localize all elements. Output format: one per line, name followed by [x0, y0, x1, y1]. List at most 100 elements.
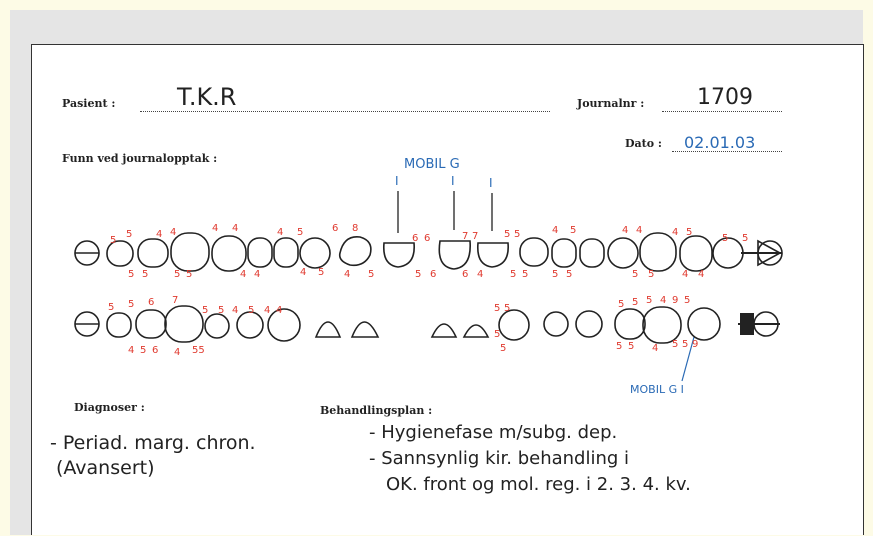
svg-text:4: 4 — [174, 347, 180, 358]
svg-text:5: 5 — [514, 229, 520, 240]
svg-text:4: 4 — [212, 223, 218, 234]
tooth-u-23 — [438, 240, 471, 270]
svg-text:4: 4 — [300, 267, 306, 278]
svg-text:5: 5 — [628, 341, 634, 352]
svg-text:5: 5 — [504, 229, 510, 240]
svg-text:5: 5 — [742, 233, 748, 244]
svg-text:5: 5 — [494, 329, 500, 340]
svg-text:5: 5 — [570, 225, 576, 236]
tooth-u-28 — [607, 237, 639, 269]
diagnoses-label: Diagnoser : — [74, 401, 145, 414]
tooth-u-15 — [170, 232, 210, 272]
svg-text:4: 4 — [232, 305, 238, 316]
mobility-lower-note: MOBIL G I — [630, 383, 684, 396]
tooth-u-17 — [106, 240, 134, 267]
svg-text:4: 4 — [672, 227, 678, 238]
tooth-u-24 — [476, 242, 509, 268]
patient-value: T.K.R — [177, 83, 237, 111]
plan-line-3: OK. front og mol. reg. i 2. 3. 4. kv. — [386, 474, 691, 495]
tooth-u-32 — [679, 235, 713, 272]
svg-text:4: 4 — [264, 305, 270, 316]
tooth-l-43 — [236, 311, 264, 339]
svg-text:5: 5 — [566, 269, 572, 280]
tooth-l-37 — [614, 308, 646, 340]
patient-label: Pasient : — [62, 97, 116, 110]
svg-text:6: 6 — [148, 297, 154, 308]
svg-text:5: 5 — [618, 299, 624, 310]
svg-text:5: 5 — [722, 233, 728, 244]
svg-text:5: 5 — [140, 345, 146, 356]
svg-text:9: 9 — [672, 295, 678, 306]
svg-text:5: 5 — [504, 303, 510, 314]
tooth-l-44 — [204, 313, 230, 339]
mobility-lower-pointer — [681, 336, 695, 382]
tooth-u-11 — [299, 237, 331, 269]
svg-text:4: 4 — [344, 269, 350, 280]
svg-text:9: 9 — [692, 339, 698, 350]
svg-text:5: 5 — [522, 269, 528, 280]
svg-text:6: 6 — [412, 233, 418, 244]
svg-text:5: 5 — [494, 303, 500, 314]
svg-text:5: 5 — [510, 269, 516, 280]
svg-text:5: 5 — [297, 227, 303, 238]
svg-text:6: 6 — [152, 345, 158, 356]
tooth-u-14 — [211, 235, 247, 272]
svg-text:5: 5 — [682, 339, 688, 350]
svg-text:4: 4 — [477, 269, 483, 280]
tooth-u-22 — [382, 242, 415, 268]
svg-text:5: 5 — [186, 269, 192, 280]
findings-label: Funn ved journalopptak : — [62, 152, 218, 165]
mobility-mark-3: I — [489, 176, 493, 190]
date-line — [672, 151, 782, 152]
journal-value: 1709 — [697, 85, 753, 110]
svg-text:5: 5 — [128, 299, 134, 310]
tooth-u-16 — [137, 238, 169, 268]
svg-text:8: 8 — [352, 223, 358, 234]
date-label: Dato : — [625, 137, 662, 150]
svg-text:4: 4 — [698, 269, 704, 280]
svg-text:4: 4 — [240, 269, 246, 280]
diagnosis-line-2: (Avansert) — [56, 457, 155, 479]
svg-text:4: 4 — [254, 269, 260, 280]
lower-teeth-row — [74, 305, 779, 344]
svg-text:4: 4 — [277, 227, 283, 238]
tooth-u-13 — [247, 237, 273, 268]
journal-label: Journalnr : — [577, 97, 645, 110]
svg-text:5: 5 — [616, 341, 622, 352]
svg-text:5: 5 — [646, 295, 652, 306]
tooth-u-27 — [579, 238, 605, 268]
plan-line-1: - Hygienefase m/subg. dep. — [369, 422, 618, 443]
svg-text:5: 5 — [500, 343, 506, 354]
svg-text:5: 5 — [648, 269, 654, 280]
svg-text:5: 5 — [415, 269, 421, 280]
tooth-u-21 — [338, 236, 372, 267]
journal-line — [662, 111, 782, 112]
svg-text:4: 4 — [682, 269, 688, 280]
svg-text:4: 4 — [552, 225, 558, 236]
svg-text:4: 4 — [622, 225, 628, 236]
svg-text:5: 5 — [368, 269, 374, 280]
svg-text:7: 7 — [462, 231, 468, 242]
svg-text:5: 5 — [672, 339, 678, 350]
tooth-l-35 — [543, 311, 569, 337]
svg-text:5: 5 — [684, 295, 690, 306]
svg-text:5: 5 — [128, 269, 134, 280]
svg-text:5: 5 — [202, 305, 208, 316]
tooth-u-12 — [273, 237, 299, 268]
plan-label: Behandlingsplan : — [320, 404, 433, 417]
svg-text:4: 4 — [128, 345, 134, 356]
svg-text:7: 7 — [172, 295, 178, 306]
svg-text:4: 4 — [156, 229, 162, 240]
tooth-l-42 — [267, 308, 301, 342]
svg-text:4: 4 — [276, 305, 282, 316]
date-value: 02.01.03 — [684, 133, 756, 152]
tooth-l-45 — [164, 305, 204, 343]
diagnosis-line-1: - Periad. marg. chron. — [50, 432, 256, 454]
tooth-l-33 — [462, 324, 490, 338]
svg-text:4: 4 — [652, 343, 658, 354]
svg-text:5: 5 — [632, 269, 638, 280]
svg-text:4: 4 — [232, 223, 238, 234]
tooth-l-32 — [430, 323, 458, 338]
svg-text:7: 7 — [472, 231, 478, 242]
